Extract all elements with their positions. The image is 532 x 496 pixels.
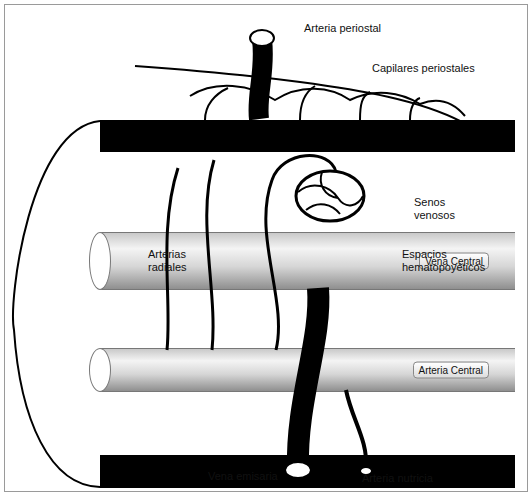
periosteal-capillary — [135, 66, 462, 122]
emissary-vein-opening — [285, 462, 311, 478]
cortical-bone-top — [100, 120, 515, 152]
periosteal-artery — [258, 40, 263, 119]
tube-end — [89, 232, 111, 290]
sinus-network — [298, 172, 363, 214]
venous-sinus — [296, 171, 364, 221]
periosteal-artery-opening — [250, 30, 274, 46]
vessel-label: Capilares periostales — [372, 62, 492, 75]
vessel-label: Arterias radiales — [148, 248, 208, 274]
bone-end-outline — [13, 121, 100, 487]
vessel-name: Arteria Central — [413, 362, 489, 379]
nutrient-artery — [346, 390, 366, 468]
vessel-label: Arteria periostal — [304, 22, 424, 35]
vessel-label: Arteria nutricia — [362, 472, 462, 485]
periosteal-capillary — [190, 86, 465, 116]
frame — [5, 5, 528, 492]
central-artery: Arteria Central — [100, 348, 515, 392]
tube-end — [89, 348, 111, 392]
periosteal-capillary — [205, 86, 420, 120]
structure-label: Senos venosos — [414, 196, 469, 222]
structure-label: Espacios hematopoyéticos — [402, 248, 502, 274]
vessel-label: Vena emisaria — [208, 470, 298, 483]
cortical-bone-bottom — [100, 455, 515, 488]
